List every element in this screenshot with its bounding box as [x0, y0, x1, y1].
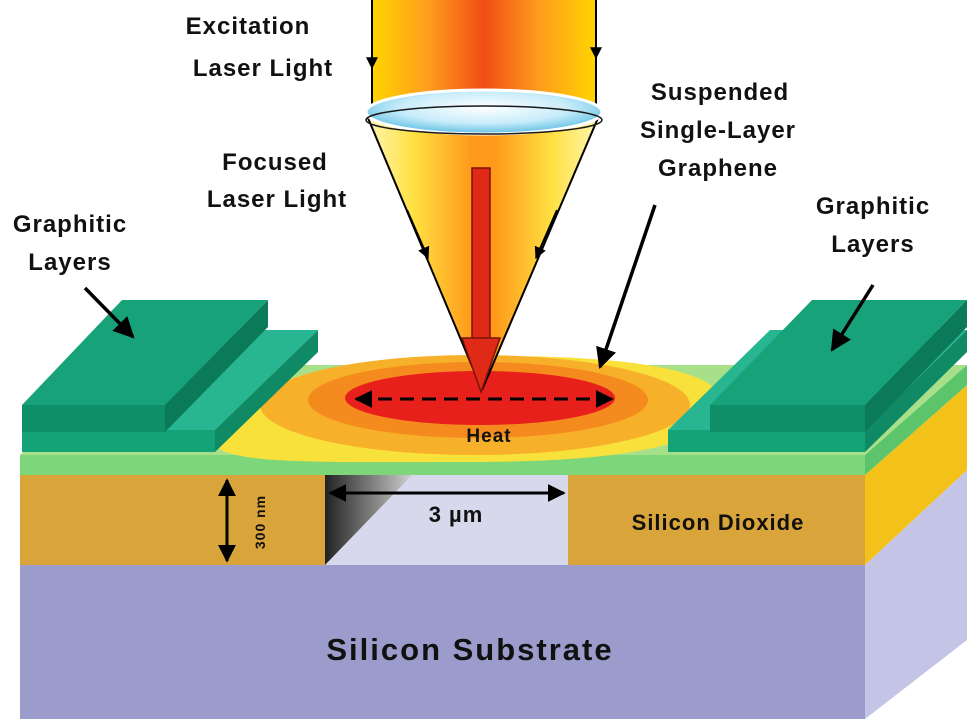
excitation-label-line1: Excitation — [186, 13, 311, 40]
lens-rim — [365, 105, 603, 135]
right-lower-front — [668, 430, 865, 452]
dimension-arrows — [218, 478, 566, 563]
cone-arrow-right — [534, 209, 558, 260]
oxide-left-block — [20, 475, 325, 565]
heat-label: Heat — [466, 426, 511, 447]
graphitic-layer-right — [668, 300, 967, 452]
focused-label-line1: Focused — [222, 149, 328, 176]
graphitic-left-pointer — [83, 286, 135, 339]
heat-zone — [215, 355, 722, 463]
oxide-side-face — [865, 385, 967, 565]
oxide-right-block — [568, 475, 865, 565]
oxide-thickness-label: 300 nm — [252, 495, 268, 549]
laser-system — [364, 0, 604, 395]
suspended-label-line3: Graphene — [658, 155, 778, 182]
graphene-front-edge — [20, 455, 865, 475]
right-upper-front — [710, 405, 865, 432]
labels: Excitation Laser Light Focused Laser Lig… — [13, 13, 930, 667]
suspended-label-line2: Single-Layer — [640, 117, 796, 144]
excitation-label-line2: Laser Light — [193, 55, 333, 82]
focusing-lens — [364, 88, 604, 136]
silicon-dioxide-layer — [20, 385, 967, 565]
graphene-side-edge — [865, 365, 967, 475]
cone-arrow-left — [406, 209, 430, 260]
right-upper-side — [865, 300, 967, 432]
focused-label-line2: Laser Light — [207, 186, 347, 213]
pointer-arrows — [83, 204, 875, 369]
right-upper-top — [710, 300, 967, 405]
graphitic-left-label-line2: Layers — [28, 249, 111, 276]
left-upper-top — [22, 300, 268, 405]
suspended-label-line1: Suspended — [651, 79, 789, 106]
left-upper-side — [165, 300, 268, 432]
substrate-front-face — [20, 565, 865, 719]
graphitic-layer-left — [22, 300, 318, 452]
graphitic-right-label-line2: Layers — [831, 231, 914, 258]
left-lower-front — [22, 430, 215, 452]
left-upper-front — [22, 405, 165, 432]
graphitic-left-label-line1: Graphitic — [13, 211, 127, 238]
substrate-side-face — [865, 470, 967, 719]
left-lower-side — [215, 330, 318, 452]
silicon-substrate-label: Silicon Substrate — [326, 632, 613, 667]
trench-width-label: 3 µm — [429, 502, 484, 527]
red-arrow-head — [460, 337, 502, 395]
graphitic-right-label-line1: Graphitic — [816, 193, 930, 220]
silicon-substrate — [20, 470, 967, 719]
red-arrow-shaft — [471, 167, 491, 341]
silicon-dioxide-label: Silicon Dioxide — [632, 510, 805, 535]
graphitic-right-pointer — [830, 284, 875, 352]
graphene-pointer — [596, 204, 657, 369]
right-lower-side — [865, 330, 967, 452]
